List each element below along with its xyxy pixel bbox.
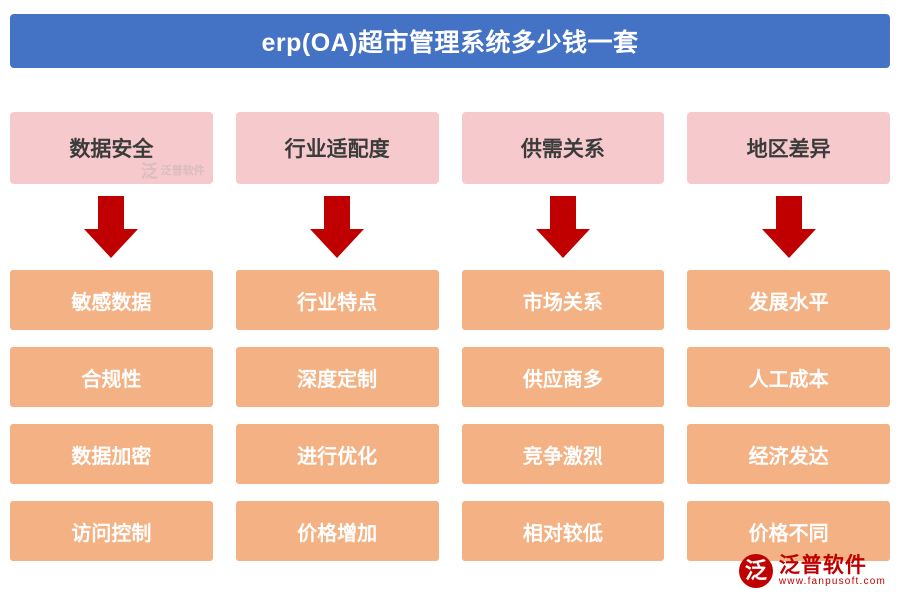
column-1-item-1: 敏感数据 [10, 270, 213, 330]
columns-container: 数据安全 泛 泛普软件 敏感数据 合规性 数据加密 [10, 112, 890, 561]
column-4-header-label: 地区差异 [746, 138, 831, 161]
column-2-arrow [236, 184, 439, 270]
watermark-mark: 泛 [140, 162, 158, 181]
column-2-header-label: 行业适配度 [284, 138, 390, 161]
column-2-item-3: 进行优化 [235, 424, 439, 484]
column-3-item-4: 相对较低 [461, 501, 665, 561]
column-3-arrow [462, 184, 665, 270]
column-4-item-4-label: 价格不同 [748, 522, 829, 545]
column-3-header-label: 供需关系 [520, 138, 605, 161]
column-2-item-1-label: 行业特点 [297, 291, 378, 314]
column-4-item-1-label: 发展水平 [748, 291, 829, 314]
column-3-item-3: 竞争激烈 [461, 424, 665, 484]
brand-name-en: www.fanpusoft.com [778, 575, 886, 587]
column-3-header: 供需关系 [461, 112, 665, 184]
watermark-text: 泛普软件 [160, 165, 205, 177]
column-1: 数据安全 泛 泛普软件 敏感数据 合规性 数据加密 [10, 112, 213, 561]
column-4-item-2: 人工成本 [687, 347, 890, 407]
column-4-item-1: 发展水平 [687, 270, 890, 330]
column-1-item-4-label: 访问控制 [71, 522, 152, 545]
page-title: erp(OA)超市管理系统多少钱一套 [261, 29, 639, 57]
column-4-item-2-label: 人工成本 [748, 368, 829, 391]
column-1-item-2-label: 合规性 [81, 368, 142, 391]
column-2-item-2-label: 深度定制 [297, 368, 378, 391]
column-1-item-3-label: 数据加密 [71, 445, 152, 468]
column-4-item-3-label: 经济发达 [748, 445, 829, 468]
column-3-item-2: 供应商多 [461, 347, 665, 407]
column-3-item-1-label: 市场关系 [522, 291, 603, 314]
column-3-item-4-label: 相对较低 [522, 522, 603, 545]
column-2-item-1: 行业特点 [235, 270, 439, 330]
watermark-small: 泛 泛普软件 [141, 163, 205, 180]
column-2-header: 行业适配度 [235, 112, 439, 184]
column-4: 地区差异 发展水平 人工成本 经济发达 价格不同 [687, 112, 890, 561]
column-1-item-3: 数据加密 [10, 424, 213, 484]
down-arrow-icon [84, 196, 139, 258]
column-2-item-3-label: 进行优化 [297, 445, 378, 468]
column-1-header-label: 数据安全 [69, 138, 154, 161]
column-4-header: 地区差异 [687, 112, 890, 184]
down-arrow-icon [535, 196, 590, 258]
column-2-item-4: 价格增加 [235, 501, 439, 561]
column-1-header: 数据安全 泛 泛普软件 [10, 112, 213, 184]
column-3: 供需关系 市场关系 供应商多 竞争激烈 相对较低 [461, 112, 665, 561]
column-1-item-2: 合规性 [10, 347, 213, 407]
column-2-item-2: 深度定制 [235, 347, 439, 407]
column-4-item-3: 经济发达 [687, 424, 890, 484]
column-3-item-1: 市场关系 [461, 270, 665, 330]
column-3-item-3-label: 竞争激烈 [522, 445, 603, 468]
down-arrow-icon [761, 196, 816, 258]
down-arrow-icon [310, 196, 365, 258]
column-3-item-2-label: 供应商多 [522, 368, 603, 391]
column-2: 行业适配度 行业特点 深度定制 进行优化 价格增加 [235, 112, 439, 561]
column-4-arrow [687, 184, 890, 270]
column-1-item-1-label: 敏感数据 [71, 291, 152, 314]
title-banner: erp(OA)超市管理系统多少钱一套 [10, 14, 890, 68]
column-2-item-4-label: 价格增加 [297, 522, 378, 545]
column-1-item-4: 访问控制 [10, 501, 213, 561]
column-1-arrow [10, 184, 213, 270]
column-4-item-4: 价格不同 [687, 501, 890, 561]
